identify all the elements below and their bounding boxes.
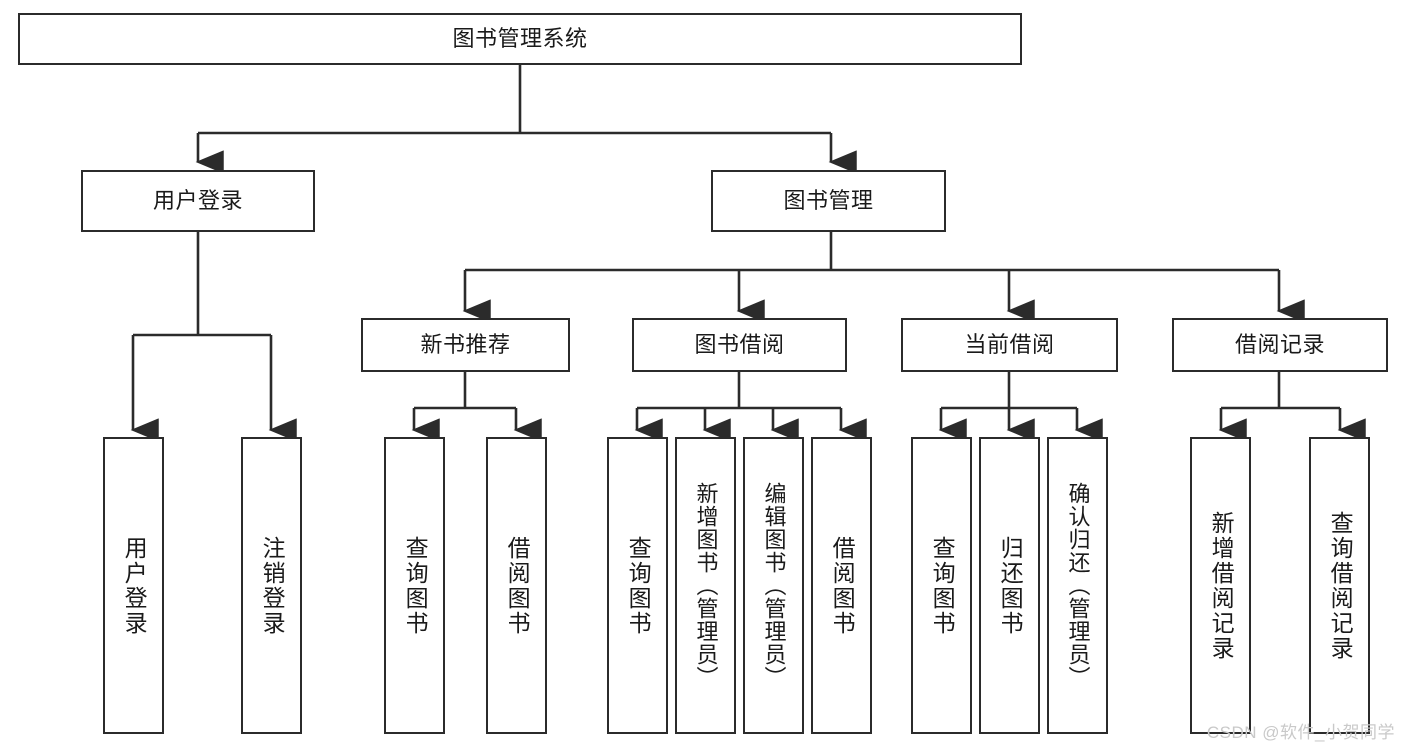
leaf-confirm-return[interactable]: 确认归还（管理员） — [1047, 437, 1108, 734]
node-user-login[interactable]: 用户登录 — [81, 170, 315, 232]
leaf-add-record[interactable]: 新增借阅记录 — [1190, 437, 1251, 734]
leaf-add-book[interactable]: 新增图书（管理员） — [675, 437, 736, 734]
watermark-text: CSDN @软件_小贺同学 — [1206, 723, 1395, 742]
node-new-book-recommend[interactable]: 新书推荐 — [361, 318, 570, 372]
node-label: 图书借阅 — [694, 332, 785, 358]
node-book-manage[interactable]: 图书管理 — [711, 170, 946, 232]
node-label: 新增图书（管理员） — [693, 482, 719, 689]
node-label: 查询图书 — [625, 535, 652, 636]
leaf-query-record[interactable]: 查询借阅记录 — [1309, 437, 1370, 734]
node-label: 查询图书 — [929, 535, 956, 636]
node-label: 借阅图书 — [504, 535, 531, 636]
node-root-system[interactable]: 图书管理系统 — [18, 13, 1022, 65]
leaf-query-book-current[interactable]: 查询图书 — [911, 437, 972, 734]
leaf-query-book-borrow[interactable]: 查询图书 — [607, 437, 668, 734]
node-label: 确认归还（管理员） — [1065, 482, 1091, 689]
node-book-borrow[interactable]: 图书借阅 — [632, 318, 847, 372]
node-label: 归还图书 — [997, 535, 1024, 636]
leaf-edit-book[interactable]: 编辑图书（管理员） — [743, 437, 804, 734]
node-label: 借阅记录 — [1234, 332, 1325, 358]
node-label: 用户登录 — [121, 535, 148, 636]
node-label: 编辑图书（管理员） — [761, 482, 787, 689]
leaf-borrow-book[interactable]: 借阅图书 — [811, 437, 872, 734]
leaf-query-book-recommend[interactable]: 查询图书 — [384, 437, 445, 734]
leaf-return-book[interactable]: 归还图书 — [979, 437, 1040, 734]
node-label: 图书管理系统 — [452, 26, 588, 52]
leaf-user-login[interactable]: 用户登录 — [103, 437, 164, 734]
node-borrow-record[interactable]: 借阅记录 — [1172, 318, 1388, 372]
node-label: 新增借阅记录 — [1208, 510, 1235, 661]
node-label: 借阅图书 — [829, 535, 856, 636]
node-label: 图书管理 — [783, 188, 874, 214]
node-label: 当前借阅 — [964, 332, 1055, 358]
leaf-borrow-book-recommend[interactable]: 借阅图书 — [486, 437, 547, 734]
node-label: 注销登录 — [259, 535, 286, 636]
node-label: 查询借阅记录 — [1327, 510, 1354, 661]
node-label: 新书推荐 — [420, 332, 511, 358]
leaf-user-logout[interactable]: 注销登录 — [241, 437, 302, 734]
node-label: 用户登录 — [152, 188, 243, 214]
node-current-borrow[interactable]: 当前借阅 — [901, 318, 1118, 372]
node-label: 查询图书 — [402, 535, 429, 636]
